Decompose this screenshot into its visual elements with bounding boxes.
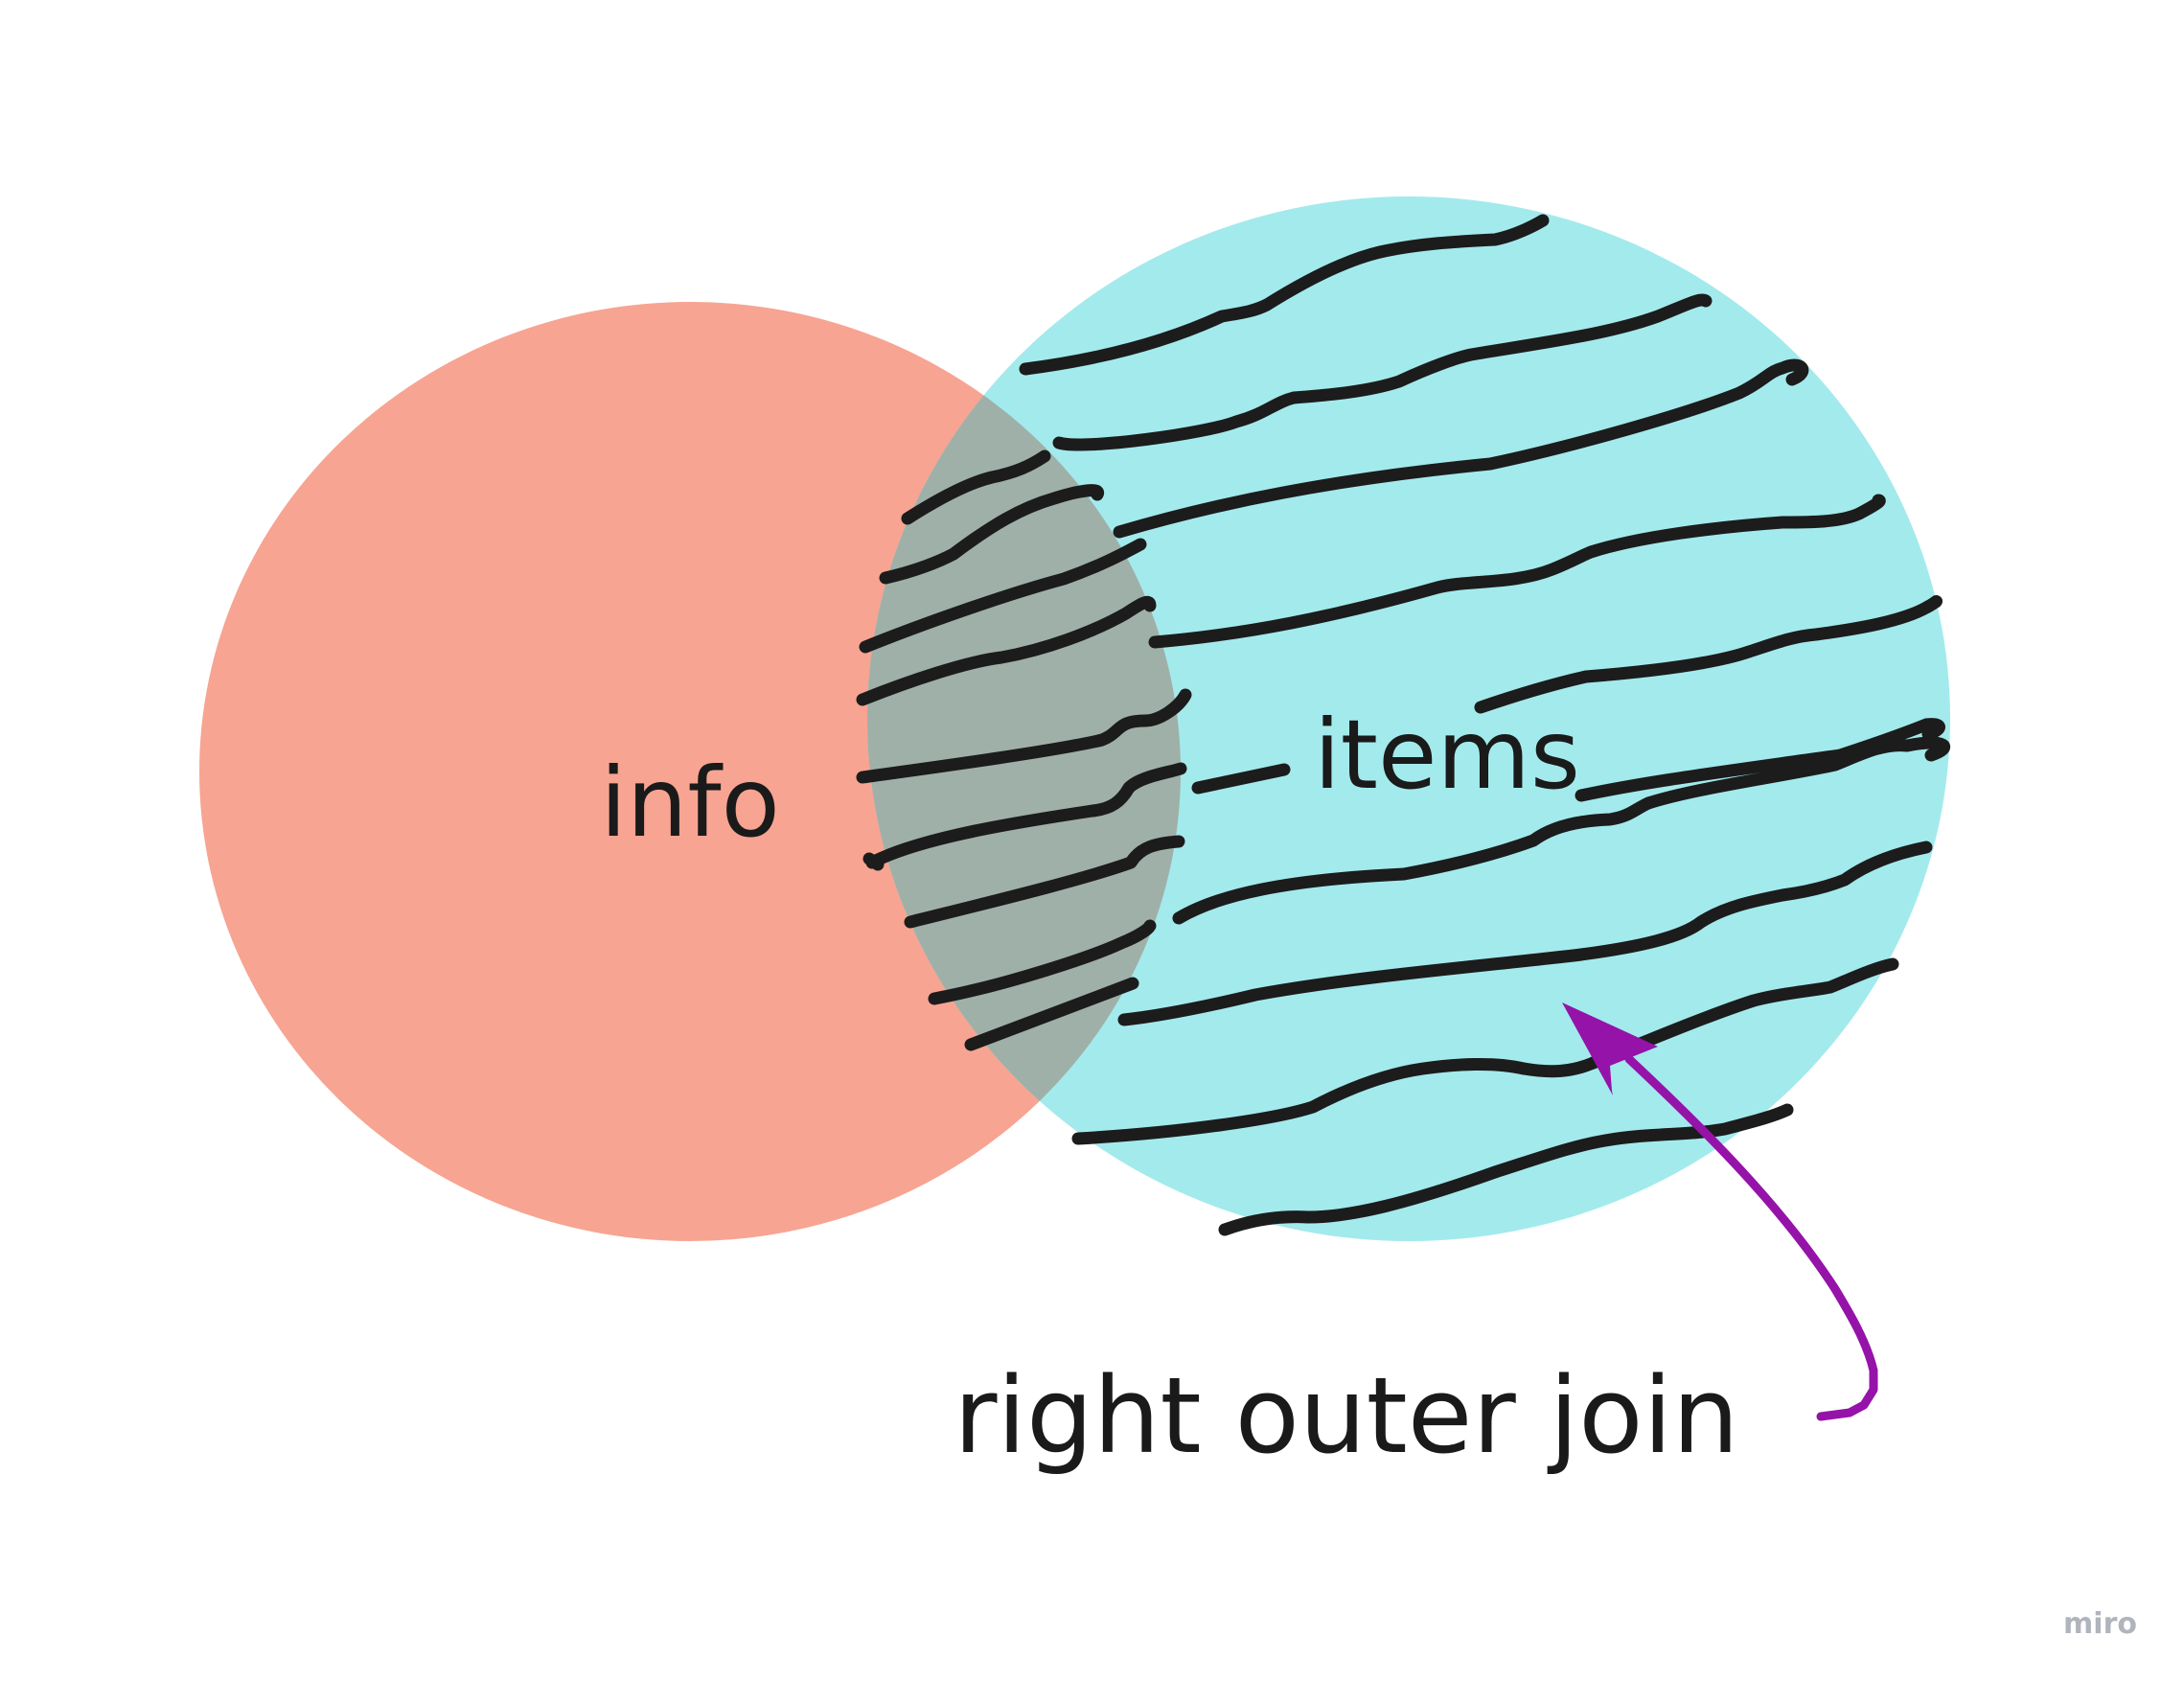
scribble-line	[1191, 763, 1291, 795]
scribble-line	[1071, 957, 1899, 1145]
scribble-line	[856, 688, 1192, 784]
scribble-line	[1575, 718, 1945, 802]
scribble-line	[901, 449, 1051, 525]
arrow-shaft	[1624, 1054, 1878, 1421]
scribble-line	[879, 484, 1105, 585]
scribble-line	[1474, 595, 1943, 714]
scribble-line	[1117, 841, 1933, 1026]
scribble-line	[928, 919, 1157, 1005]
shading-scribbles	[1019, 214, 1951, 1236]
scribble-line	[964, 977, 1139, 1051]
annotation-label: right outer join	[954, 1354, 1739, 1477]
right-set-label: items	[1314, 699, 1580, 811]
scribble-line	[862, 852, 885, 871]
intersection-scribbles	[856, 449, 1192, 1051]
left-set-label: info	[600, 747, 780, 859]
miro-watermark: miro	[2063, 1607, 2137, 1641]
scribble-line	[1052, 293, 1713, 451]
annotation-arrow	[1562, 1002, 1878, 1421]
scribble-line	[1148, 494, 1886, 649]
right-set-circle	[867, 196, 1950, 1241]
arrow-head	[1562, 1002, 1658, 1095]
scribble-line	[1218, 1103, 1794, 1236]
scribble-line	[1172, 736, 1951, 925]
scribble-line	[865, 762, 1187, 869]
scribble-line	[856, 595, 1157, 706]
scribble-line	[1113, 358, 1809, 539]
scribble-line	[859, 538, 1147, 654]
scribble-line	[1019, 214, 1550, 376]
scribble-line	[904, 835, 1185, 929]
